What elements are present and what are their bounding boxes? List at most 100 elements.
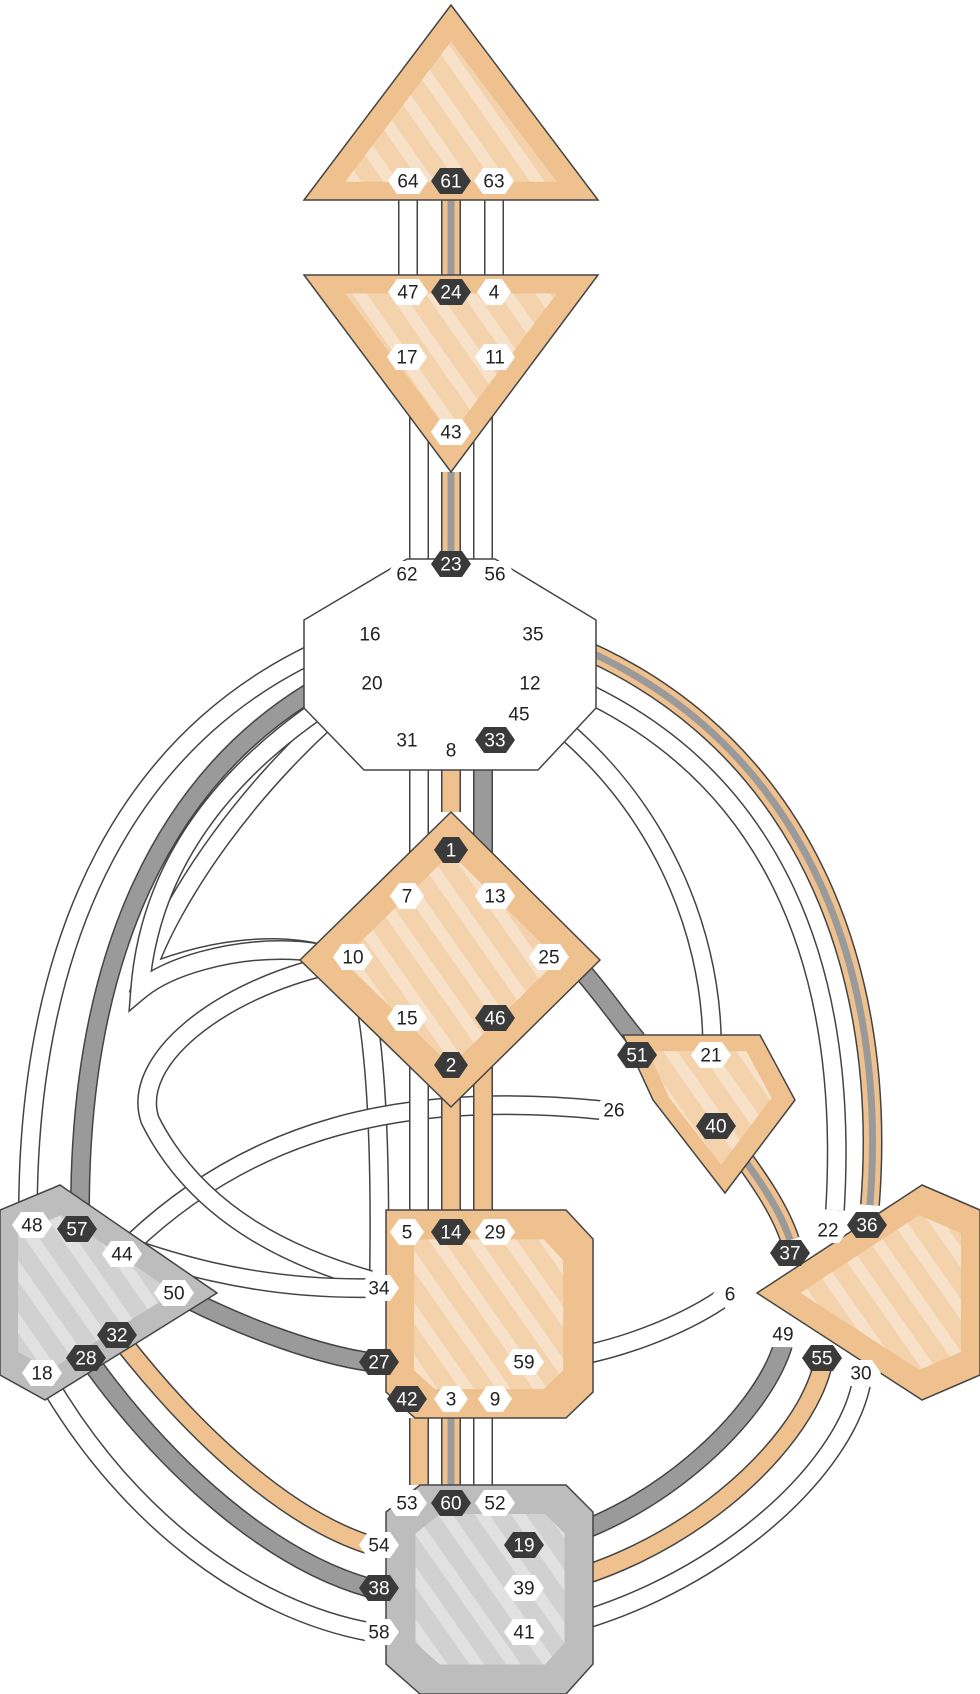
gate-35: 35 [513,621,553,647]
gate-9-badge [478,1386,512,1412]
gate-31: 31 [387,727,427,753]
center-heart-stripes [647,1051,772,1165]
gate-17-badge [387,344,427,370]
gate-29-label: 29 [484,1223,505,1244]
gate-36: 36 [847,1212,887,1238]
gate-16: 16 [350,621,390,647]
channel-26-44-fill [124,1096,601,1252]
gate-12-label: 12 [519,674,540,695]
gate-62-label: 62 [396,565,417,586]
gate-40-badge [696,1113,736,1139]
gate-39-badge [504,1575,544,1601]
center-spleen-stripes [18,1215,175,1370]
gate-63-badge [474,168,514,194]
gate-5: 5 [390,1219,424,1245]
gate-29-badge [475,1219,515,1245]
gate-47: 47 [388,279,428,305]
gate-39: 39 [504,1575,544,1601]
gate-50-label: 50 [163,1284,184,1305]
gate-34-badge [359,1275,399,1301]
gate-9-label: 9 [490,1390,501,1411]
gate-61: 61 [431,168,471,194]
gate-25-badge [529,944,569,970]
gate-21-badge [691,1042,731,1068]
channel-35-36-inner [543,630,876,1206]
gate-13: 13 [475,883,515,909]
center-solar-stripes [800,1215,962,1370]
gate-60-badge [431,1490,471,1516]
gate-8-badge [434,737,468,763]
gate-27-label: 27 [368,1353,389,1374]
gate-21: 21 [691,1042,731,1068]
gate-2-badge [434,1052,468,1078]
gate-3: 3 [434,1386,468,1412]
gate-13-label: 13 [484,887,505,908]
gate-12-badge [510,670,550,696]
channel-41-30-fill [533,1383,870,1641]
gate-40: 40 [696,1113,736,1139]
gate-53-label: 53 [396,1494,417,1515]
gate-10-label: 10 [342,948,363,969]
gate-33-label: 33 [484,731,505,752]
gate-54-badge [359,1532,399,1558]
gate-10-badge [333,944,373,970]
gate-41: 41 [504,1619,544,1645]
gate-8-label: 8 [446,741,457,762]
gate-4-badge [477,279,511,305]
gate-30: 30 [841,1360,881,1386]
gate-4-label: 4 [489,283,500,304]
channel-28-38 [86,1362,373,1598]
gate-51-badge [617,1042,657,1068]
gate-38-label: 38 [368,1579,389,1600]
gate-30-badge [841,1360,881,1386]
gate-26-label: 26 [603,1101,624,1122]
gate-44-badge [102,1241,142,1267]
gate-24: 24 [431,279,471,305]
gate-57-badge [57,1216,97,1242]
gate-37: 37 [770,1240,810,1266]
gate-60: 60 [431,1490,471,1516]
gate-43-label: 43 [440,423,461,444]
channel-18-58 [41,1379,372,1642]
gate-22-badge [808,1217,848,1243]
gate-64-label: 64 [397,172,419,193]
gate-23-label: 23 [440,555,461,576]
gate-58-badge [359,1619,399,1645]
gate-8: 8 [434,737,468,763]
gate-1: 1 [434,837,468,863]
gate-20: 20 [352,670,392,696]
gate-54-label: 54 [368,1536,390,1557]
channel-20-57 [70,655,367,1211]
channel-20-57-fill [71,657,366,1211]
channel-45-21-fill [534,703,721,1041]
gate-19: 19 [504,1532,544,1558]
gate-32-badge [97,1322,137,1348]
gate-62: 62 [387,561,427,587]
center-solar [755,1184,980,1401]
gate-39-label: 39 [513,1579,534,1600]
gate-10: 10 [333,944,373,970]
gate-26-badge [594,1097,634,1123]
gate-36-badge [847,1212,887,1238]
center-ajna [302,274,600,474]
gate-15: 15 [387,1005,427,1031]
gate-37-label: 37 [779,1244,800,1265]
channel-35-36 [541,624,883,1206]
channel-50-27-fill [186,1292,372,1371]
gate-47-badge [388,279,428,305]
gate-3-label: 3 [446,1390,457,1411]
gate-18: 18 [22,1360,62,1386]
channel-12-22 [541,665,847,1211]
channel-32-54 [117,1338,374,1555]
gate-54: 54 [359,1532,399,1558]
gate-6-label: 6 [725,1285,736,1306]
gate-7-label: 7 [402,887,413,908]
gate-28-badge [66,1345,106,1371]
gate-2: 2 [434,1052,468,1078]
gate-18-label: 18 [31,1364,52,1385]
gate-44-label: 44 [111,1245,133,1266]
gate-49-badge [763,1321,803,1347]
gate-5-badge [390,1219,424,1245]
channel-18-58-outline [41,1379,372,1642]
gate-47-label: 47 [397,283,418,304]
